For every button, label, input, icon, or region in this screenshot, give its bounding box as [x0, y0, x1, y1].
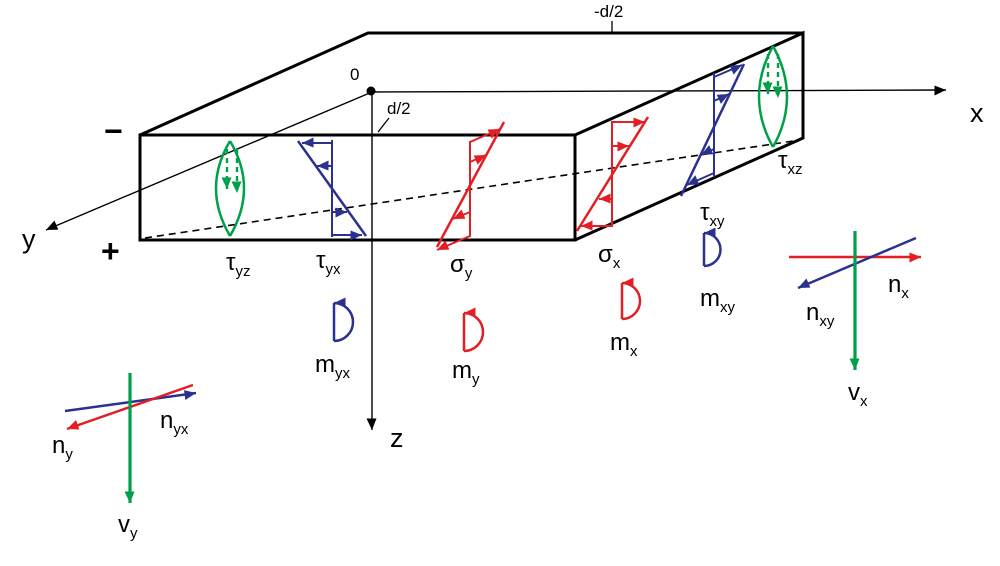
tau-yz-distribution — [214, 140, 246, 237]
envelope-line — [296, 140, 368, 237]
stress-arrow — [686, 172, 715, 186]
label-n-xy: nxy — [806, 299, 835, 330]
y-axis-label: y — [22, 224, 36, 254]
stress-arrow — [469, 154, 487, 165]
label-v-y: vy — [118, 511, 138, 542]
tau-xy-distribution — [679, 63, 746, 197]
label-tau-yx: τyx — [316, 247, 341, 278]
label-v-x: vx — [848, 379, 868, 410]
stress-arrow — [469, 128, 501, 143]
parabola-right — [771, 45, 789, 148]
coordinate-axes — [45, 21, 947, 430]
tau-yx-distribution — [296, 137, 368, 241]
label-m-x: mx — [610, 329, 638, 360]
plate-box — [138, 30, 805, 242]
bottom-surface-label: d/2 — [387, 99, 411, 118]
stress-arrow — [700, 145, 715, 156]
parabola-left — [214, 140, 232, 237]
plus-sign: + — [101, 233, 120, 269]
label-n-yx: nyx — [160, 407, 189, 438]
label-m-yx: myx — [315, 351, 351, 382]
tau-xz-distribution — [757, 45, 789, 148]
label-m-xy: mxy — [700, 285, 736, 316]
stress-arrow — [713, 64, 743, 78]
parabola-right — [228, 140, 246, 237]
label-tau-yz: τyz — [226, 249, 250, 280]
label-m-y: my — [452, 357, 480, 388]
parabola-left — [757, 45, 775, 148]
m-x-arc — [621, 277, 642, 321]
y-face-resultants — [64, 373, 197, 503]
plate-section-face — [574, 30, 805, 242]
origin-dot — [366, 86, 376, 96]
envelope-line — [679, 63, 746, 197]
m-y-arc — [463, 307, 485, 353]
label-tau-xz: τxz — [778, 147, 802, 178]
n-xy-arrow — [797, 236, 917, 290]
hidden-bottom-edge — [144, 139, 801, 239]
m-yx-arc — [333, 297, 355, 343]
x-axis — [371, 85, 947, 96]
m-xy-arc — [703, 227, 722, 268]
envelope-line — [575, 116, 650, 232]
z-axis-label: z — [390, 423, 404, 453]
sigma-x-distribution — [575, 116, 650, 232]
label-n-x: nx — [888, 271, 909, 302]
stress-arrow — [436, 235, 471, 251]
label-n-y: ny — [52, 432, 73, 463]
moment-symbols — [332, 227, 722, 353]
bottom-surface-tick — [377, 117, 390, 133]
y-axis — [45, 91, 373, 231]
x-axis-label: x — [970, 98, 984, 128]
label-sigma-y: σy — [450, 251, 473, 282]
plate-top-edges — [139, 31, 803, 137]
stress-arrow — [452, 209, 471, 220]
envelope-line — [435, 121, 506, 248]
label-tau-xy: τxy — [700, 199, 725, 230]
x-face-resultants — [789, 231, 921, 370]
origin-label: 0 — [350, 65, 359, 84]
top-surface-label: -d/2 — [594, 2, 623, 21]
minus-sign: − — [104, 113, 123, 149]
text-labels: x y z -d/2 0 d/2 − + τyz τyx σy σx τxy τ… — [22, 2, 984, 542]
sigma-y-distribution — [435, 121, 506, 251]
stress-arrow — [713, 93, 730, 104]
label-sigma-x: σx — [598, 241, 621, 272]
